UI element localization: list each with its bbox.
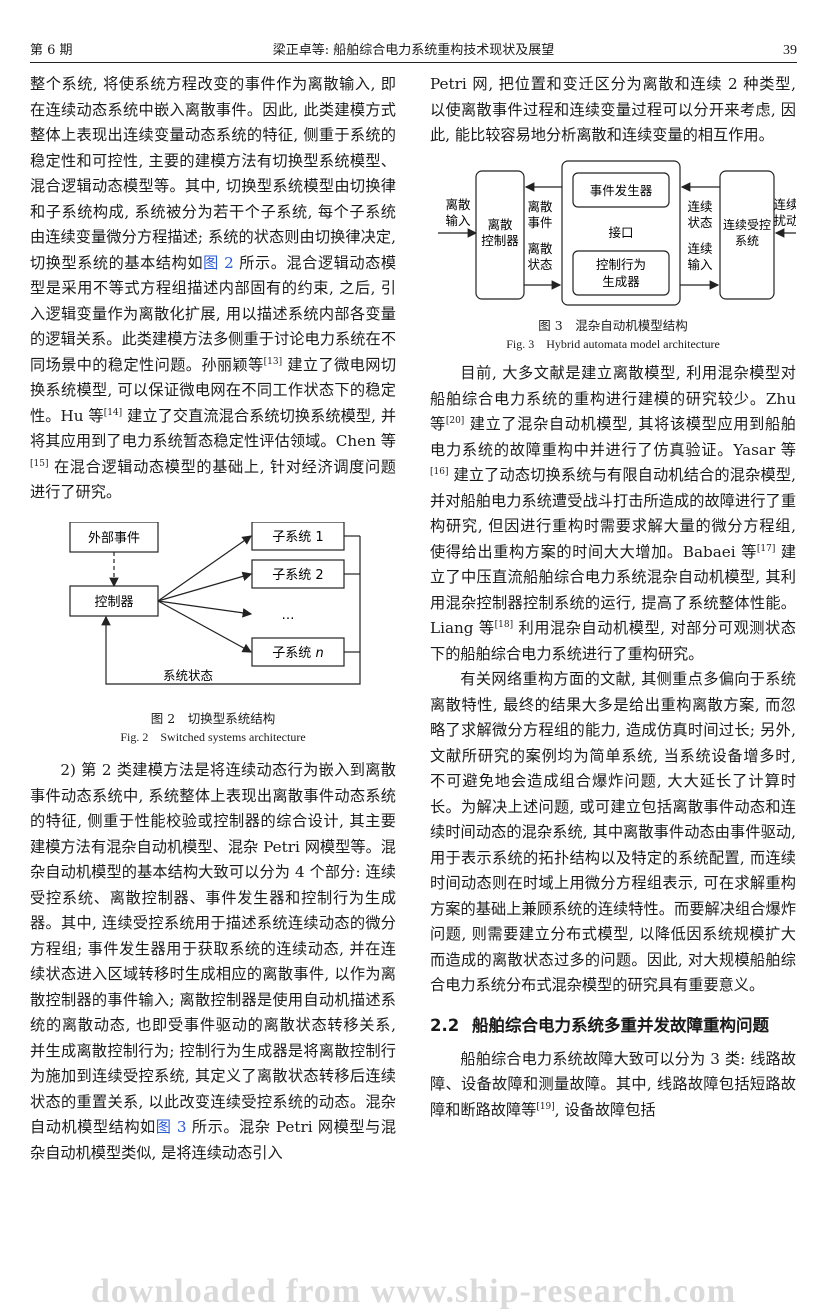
arrow-to-ellipsis	[157, 599, 253, 618]
discrete-input-label: 离散	[445, 197, 471, 212]
discrete-event-label: 离散	[527, 199, 553, 214]
arrow-to-subsystem-1	[157, 534, 252, 601]
subsystem-2-box	[251, 558, 345, 589]
action-generator-box	[572, 249, 670, 296]
discrete-controller-box	[475, 169, 525, 300]
hybrid-automata-diagram: 离散 输入 离散 控制器 离散 事件 离散 状态 事件发生器 接口 控制行为 生…	[438, 159, 799, 306]
external-event-label: 外部事件	[88, 531, 140, 546]
left-column: 整个系统, 将使系统方程改变的事件作为离散输入, 即在连续动态系统中嵌入离散事件…	[30, 72, 396, 1166]
figure-3-caption-cn: 图 3 混杂自动机模型结构	[538, 318, 688, 333]
watermark: downloaded from www.ship-research.com	[90, 1275, 737, 1309]
paragraph: 船舶综合电力系统故障大致可以分为 3 类: 线路故障、设备故障和测量故障。其中,…	[430, 1049, 796, 1119]
citation-20[interactable]: [20]	[445, 415, 465, 426]
ellipsis: …	[282, 608, 295, 623]
continuous-plant-box	[719, 169, 775, 300]
figure-3: 离散 输入 离散 控制器 离散 事件 离散 状态 事件发生器 接口 控制行为 生…	[430, 159, 799, 354]
svg-text:事件: 事件	[527, 215, 552, 230]
discrete-state-label: 离散	[527, 241, 553, 256]
paragraph: 整个系统, 将使系统方程改变的事件作为离散输入, 即在连续动态系统中嵌入离散事件…	[30, 75, 397, 501]
continuous-state-label: 连续	[687, 199, 712, 214]
subsystem-2-label: 子系统 2	[272, 568, 323, 583]
citation-13[interactable]: [13]	[263, 356, 283, 367]
citation-19[interactable]: [19]	[536, 1101, 555, 1112]
continuous-input-label: 连续	[687, 241, 712, 256]
citation-17[interactable]: [17]	[756, 543, 776, 554]
feedback-line	[101, 535, 361, 685]
svg-text:系统: 系统	[735, 234, 759, 248]
citation-14[interactable]: [14]	[103, 407, 123, 418]
subsystem-1-box	[251, 520, 345, 551]
citation-16[interactable]: [16]	[430, 466, 449, 477]
svg-text:输入: 输入	[687, 257, 713, 272]
citation-15[interactable]: [15]	[30, 458, 49, 469]
paragraph: Petri 网, 把位置和变迁区分为离散和连续 2 种类型, 以使离散事件过程和…	[430, 75, 796, 144]
section-heading: 2.2 船舶综合电力系统多重并发故障重构问题	[430, 1013, 796, 1039]
paragraph: 目前, 大多文献是建立离散模型, 利用混杂模型对船舶综合电力系统的重构进行建模的…	[430, 364, 797, 663]
running-title: 梁正卓等: 船舶综合电力系统重构技术现状及展望	[272, 43, 555, 58]
section-number: 2.2	[430, 1015, 460, 1035]
svg-text:状态: 状态	[687, 215, 712, 230]
action-generator-label: 控制行为	[596, 257, 646, 272]
external-event-box	[69, 520, 159, 553]
event-generator-box	[572, 171, 670, 208]
interface-label: 接口	[608, 225, 633, 240]
svg-text:状态: 状态	[527, 257, 552, 272]
svg-text:控制器: 控制器	[481, 233, 519, 248]
figure-2-link[interactable]: 图 2	[203, 253, 234, 272]
page-number: 39	[783, 43, 797, 58]
right-column: Petri 网, 把位置和变迁区分为离散和连续 2 种类型, 以使离散事件过程和…	[430, 72, 799, 1123]
svg-text:扰动: 扰动	[773, 213, 796, 228]
system-state-label: 系统状态	[163, 668, 213, 683]
citation-18[interactable]: [18]	[494, 619, 514, 630]
switched-system-diagram: 外部事件 控制器 子系统 1 子系统 2 … 子系统 n 系统状态	[69, 520, 361, 685]
paragraph: 有关网络重构方面的文献, 其侧重点多偏向于系统离散特性, 最终的结果大多是给出重…	[430, 670, 796, 994]
svg-text:生成器: 生成器	[602, 274, 640, 289]
figure-2: 外部事件 控制器 子系统 1 子系统 2 … 子系统 n 系统状态 图 2 切换…	[30, 520, 396, 747]
subsystem-1-label: 子系统 1	[272, 530, 323, 545]
continuous-disturbance-label: 连续	[773, 197, 796, 212]
running-header: 第 6 期 梁正卓等: 船舶综合电力系统重构技术现状及展望 39	[30, 40, 797, 63]
event-generator-label: 事件发生器	[590, 183, 653, 198]
section-title: 船舶综合电力系统多重并发故障重构问题	[472, 1015, 769, 1035]
discrete-controller-label: 离散	[487, 217, 513, 232]
figure-2-caption-en: Fig. 2 Switched systems architecture	[120, 730, 306, 744]
arrow-to-subsystem-2	[157, 571, 253, 602]
figure-3-link[interactable]: 图 3	[155, 1118, 187, 1136]
arrow-to-subsystem-n	[157, 599, 253, 653]
svg-text:输入: 输入	[445, 213, 471, 228]
figure-3-caption-en: Fig. 3 Hybrid automata model architectur…	[506, 337, 720, 351]
figure-2-caption-cn: 图 2 切换型系统结构	[150, 711, 276, 726]
subsystem-n-label: 子系统 n	[272, 646, 323, 661]
controller-label: 控制器	[94, 595, 133, 610]
issue-number: 第 6 期	[30, 43, 73, 58]
continuous-plant-label: 连续受控	[723, 217, 771, 232]
paragraph: 2) 第 2 类建模方法是将连续动态行为嵌入到离散事件动态系统中, 系统整体上表…	[30, 761, 397, 1162]
